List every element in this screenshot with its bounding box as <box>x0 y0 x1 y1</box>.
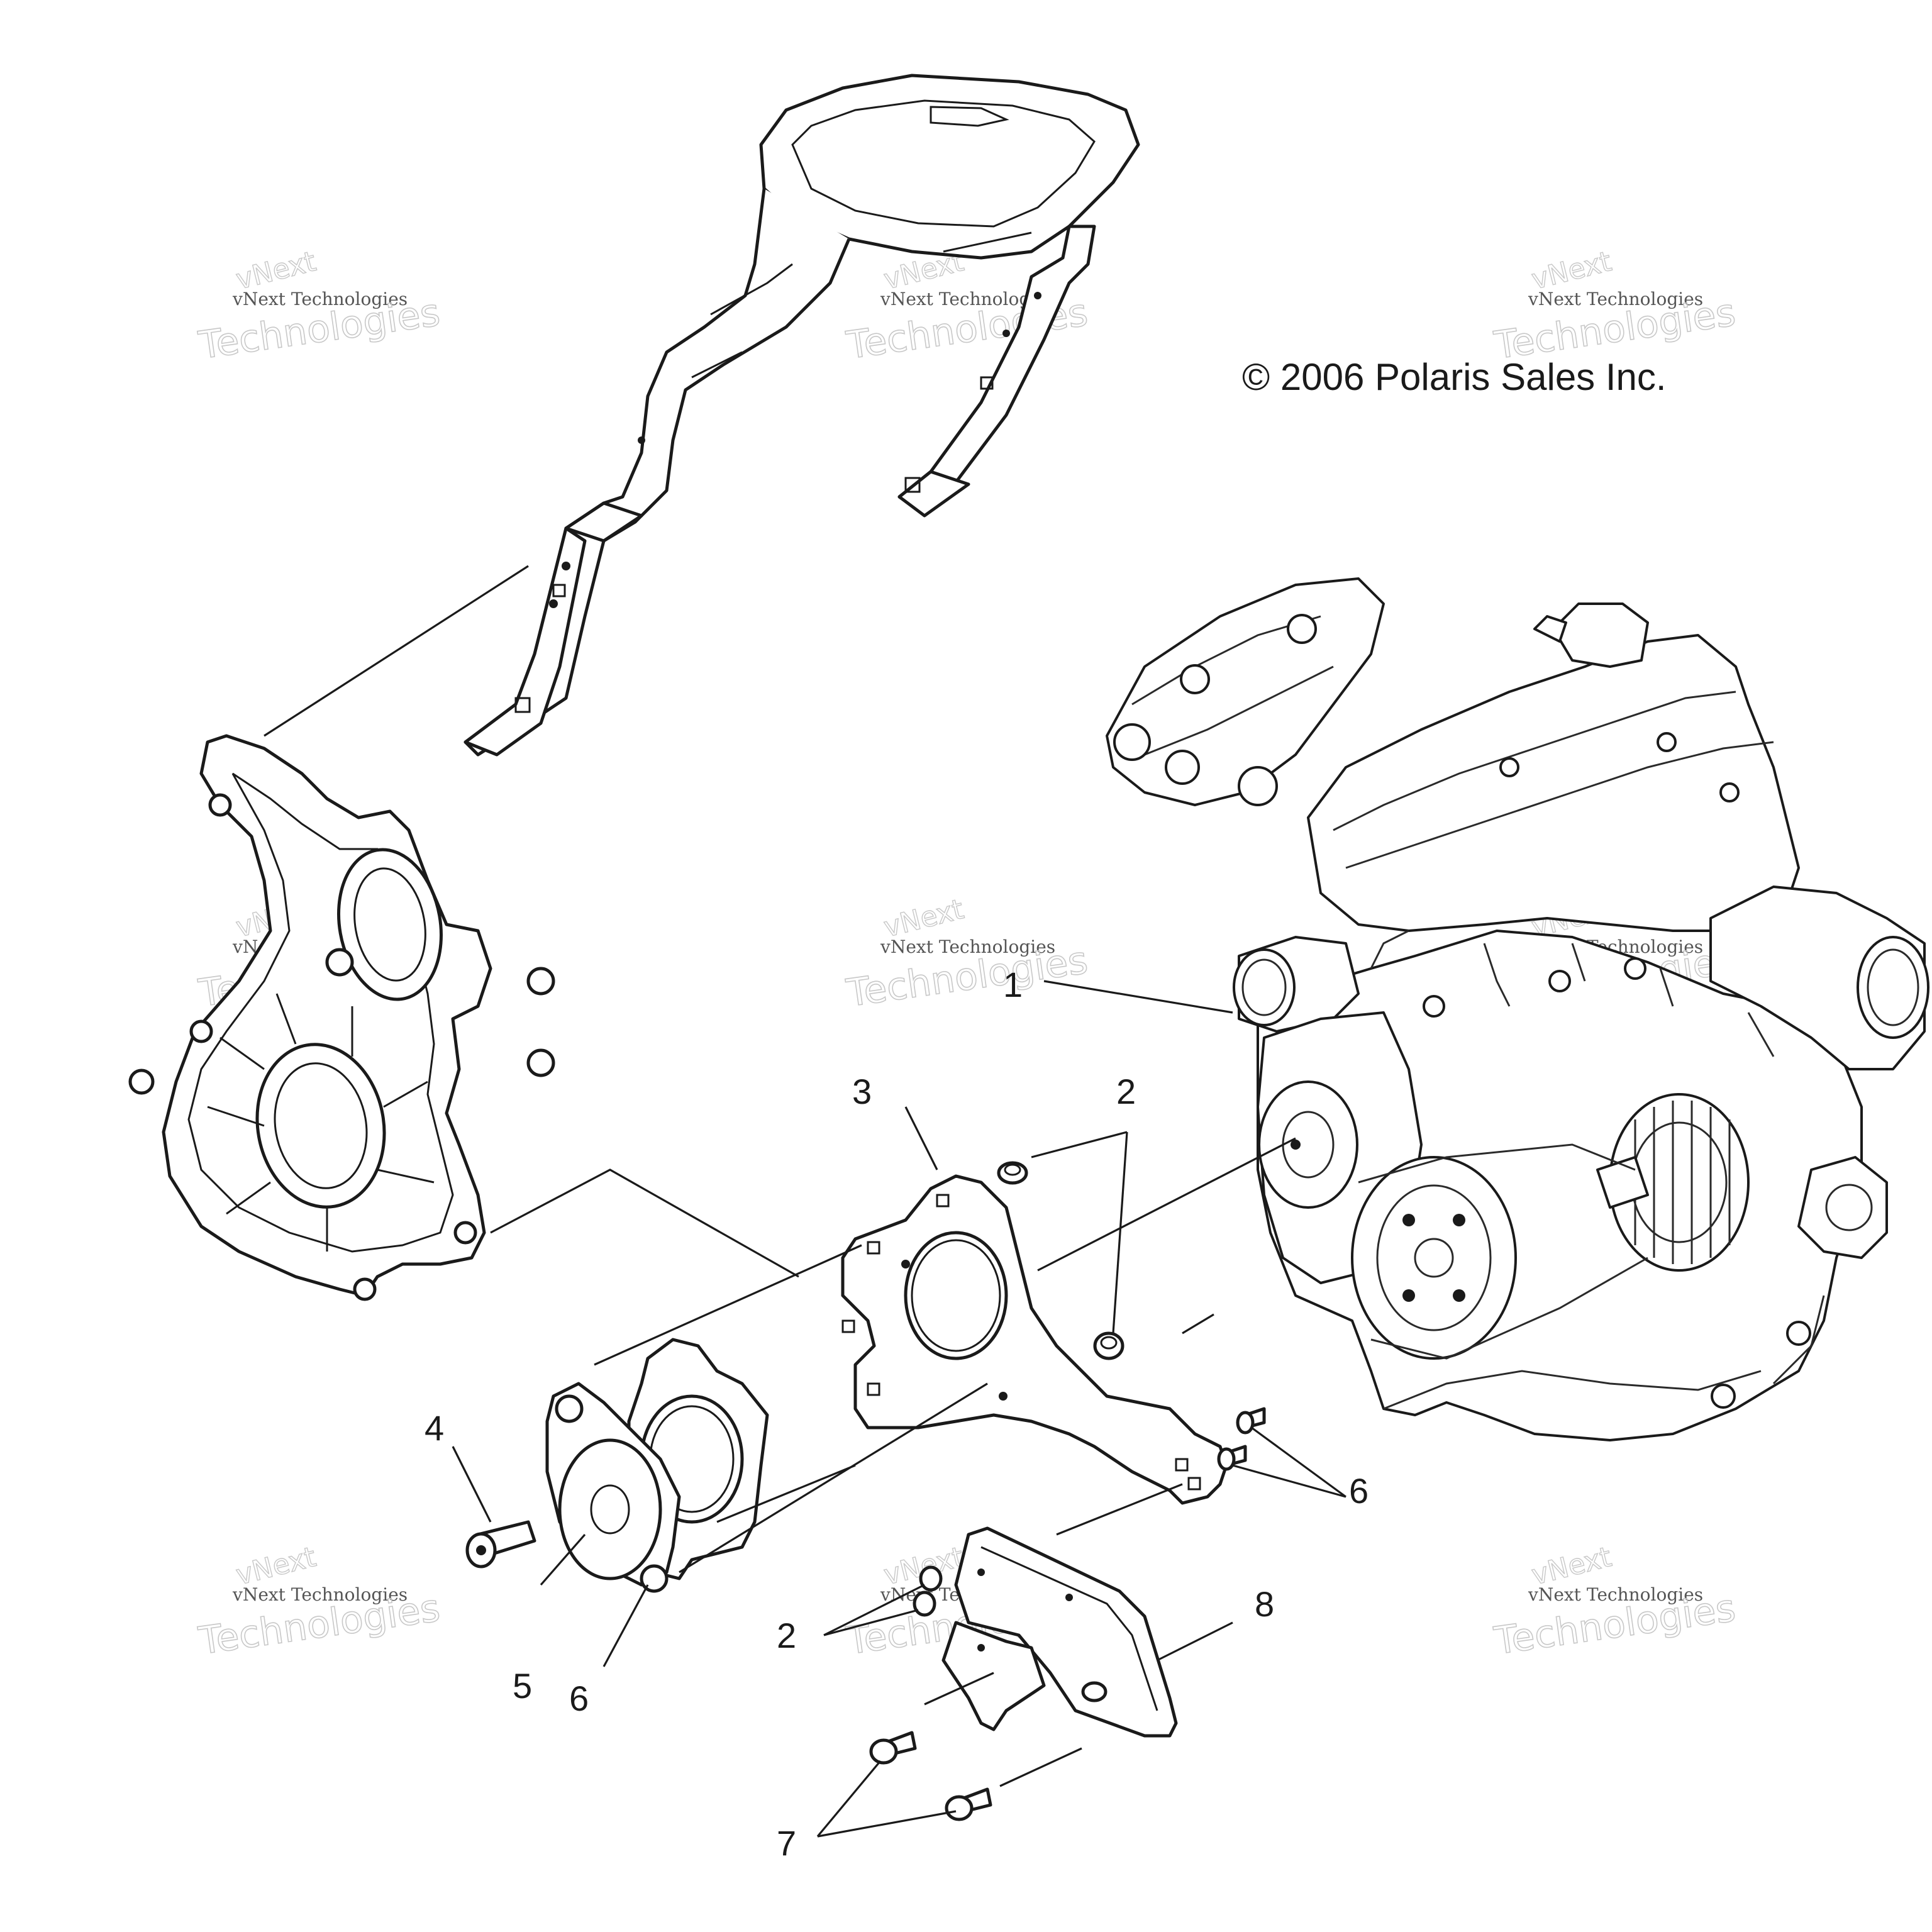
frame-support-bar <box>464 74 1140 757</box>
watermark-small: vNext Technologies <box>1528 1584 1703 1605</box>
assembly-lines <box>264 565 1296 1787</box>
callout-labels: 1 2 3 4 5 6 6 2 7 8 <box>425 965 1368 1863</box>
bearing-flange <box>545 1382 681 1593</box>
engine-mount-plate <box>841 1174 1228 1505</box>
watermark: vNext vNext Technologies Technologies <box>843 892 1091 1016</box>
watermark-small: vNext Technologies <box>232 1584 408 1605</box>
chaincase-housing <box>128 734 555 1301</box>
callout-6-right: 6 <box>1349 1471 1368 1511</box>
bolt <box>465 1520 536 1568</box>
callout-8: 8 <box>1255 1584 1274 1624</box>
copyright-notice: © 2006 Polaris Sales Inc. <box>1242 356 1667 398</box>
watermark: vNext vNext Technologies Technologies <box>196 1540 443 1663</box>
callout-2-top: 2 <box>1116 1072 1136 1111</box>
watermark-small: vNext Technologies <box>880 936 1055 957</box>
engine-assembly <box>1106 577 1929 1441</box>
nut <box>997 1161 1124 1360</box>
watermark: vNext vNext Technologies Technologies <box>1491 1540 1739 1663</box>
callout-3: 3 <box>852 1072 872 1111</box>
callout-leaders <box>452 980 1346 1838</box>
watermark: vNext vNext Technologies Technologies <box>196 245 443 368</box>
callout-2-bottom: 2 <box>777 1616 796 1655</box>
callout-4: 4 <box>425 1408 444 1448</box>
watermark-small: vNext Technologies <box>1528 289 1703 309</box>
small-bolt <box>1217 1407 1266 1471</box>
lower-mount-bracket <box>913 1526 1178 1738</box>
watermark: vNext vNext Technologies Technologies <box>1491 245 1739 368</box>
callout-6-bottom: 6 <box>569 1679 589 1718</box>
callout-1: 1 <box>1003 965 1023 1004</box>
mount-bolt <box>869 1731 992 1821</box>
callout-7: 7 <box>777 1823 796 1863</box>
watermark-small: vNext Technologies <box>232 289 408 309</box>
callout-5: 5 <box>513 1666 532 1706</box>
